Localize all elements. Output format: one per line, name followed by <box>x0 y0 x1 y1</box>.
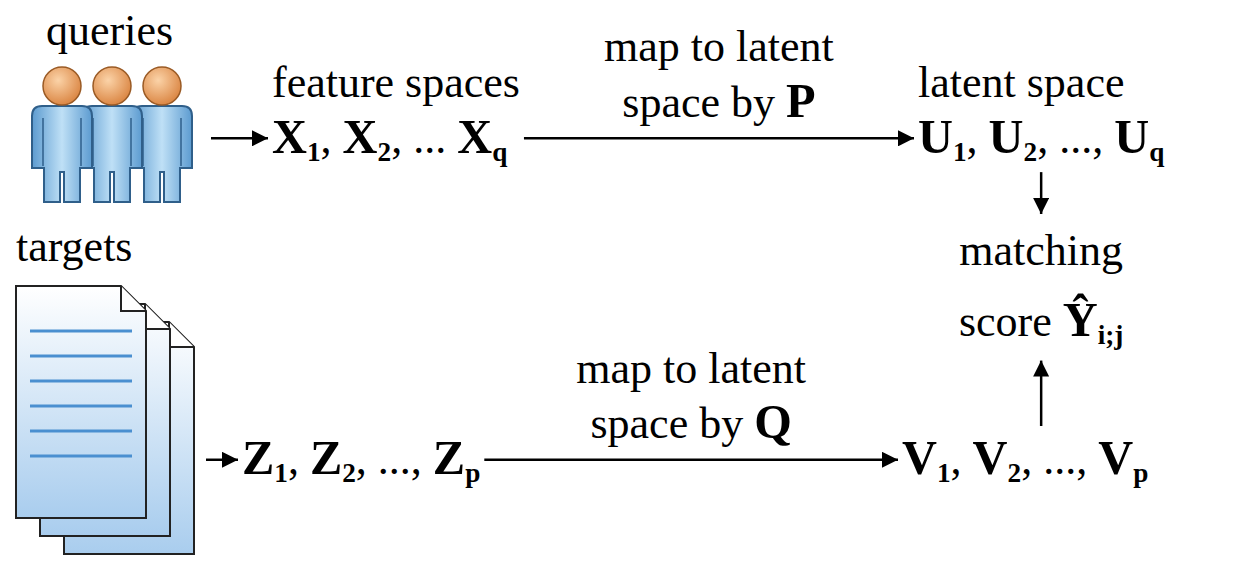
label-group: V1, V2, ..., Vp <box>902 430 1148 490</box>
node-text: targets <box>16 222 202 273</box>
node-text: V1, V2, ..., Vp <box>902 430 1148 490</box>
edge-label: map to latent space by Q <box>541 344 841 450</box>
node-text: U1, U2, ..., Uq <box>918 109 1164 169</box>
node-text: queries <box>12 6 207 57</box>
node-text: X1, X2, ... Xq <box>272 109 520 169</box>
arrow-connector <box>1040 172 1043 214</box>
label-group: queries <box>12 6 207 206</box>
node-text: Z1, Z2, ..., Zp <box>242 430 480 490</box>
arrow-connector <box>524 137 914 140</box>
document-icon <box>12 222 202 562</box>
node-text: latent space <box>918 58 1164 109</box>
label-group: targets <box>12 222 202 562</box>
node-text: matching score Ŷi;j <box>916 218 1166 357</box>
edge-label: map to latent space by P <box>569 22 869 128</box>
arrow-connector <box>211 137 268 140</box>
arrow-connector <box>484 459 898 462</box>
label-group: matching score Ŷi;j <box>916 218 1166 357</box>
arrow-connector <box>1040 361 1043 426</box>
label-group: feature spacesX1, X2, ... Xq <box>272 58 520 168</box>
label-group: latent spaceU1, U2, ..., Uq <box>918 58 1164 168</box>
node-text: feature spaces <box>272 58 520 109</box>
arrow-connector <box>206 459 238 462</box>
label-group: Z1, Z2, ..., Zp <box>242 430 480 490</box>
